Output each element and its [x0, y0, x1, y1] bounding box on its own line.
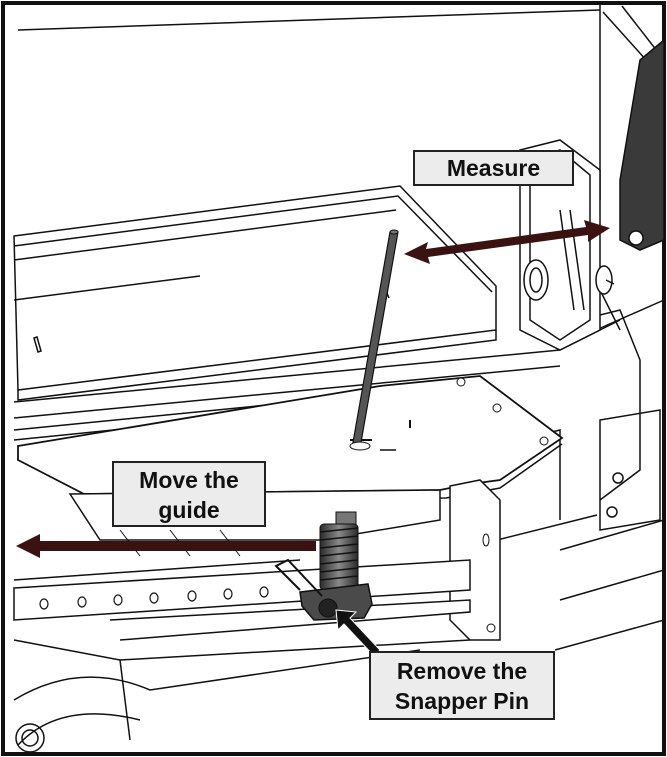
plate-hole: [492, 403, 502, 413]
move-guide-arrow: [16, 534, 316, 558]
snapper-pin-loop: [274, 558, 323, 597]
post-bolt: [628, 230, 644, 246]
bracket-hole: [486, 623, 496, 633]
bracket-slot: [482, 533, 490, 547]
vertical-bracket: [449, 479, 501, 641]
spring-coils: [319, 527, 359, 581]
snapper-pin-knob: [318, 598, 338, 618]
remove-pin-label-line1: Remove the: [396, 658, 528, 684]
measure-arrow: [404, 220, 610, 264]
remove-pin-callout: Remove the Snapper Pin: [369, 651, 555, 720]
rod-top: [389, 229, 399, 235]
move-guide-callout: Move the guide: [112, 461, 266, 527]
measure-label: Measure: [446, 155, 541, 181]
remove-pin-label-line2: Snapper Pin: [394, 688, 530, 714]
right-post: [619, 38, 665, 251]
rail-holes: [39, 586, 269, 610]
rod-hole: [349, 441, 371, 451]
move-guide-label-line2: guide: [158, 497, 220, 523]
rail-lower-edge: [109, 599, 471, 641]
plate-hole: [539, 436, 549, 446]
background-frame: [13, 4, 665, 753]
latch-assembly: [519, 139, 615, 351]
plate-hole: [456, 377, 466, 387]
move-guide-label-line1: Move the: [139, 467, 239, 493]
measure-callout: Measure: [413, 150, 574, 186]
